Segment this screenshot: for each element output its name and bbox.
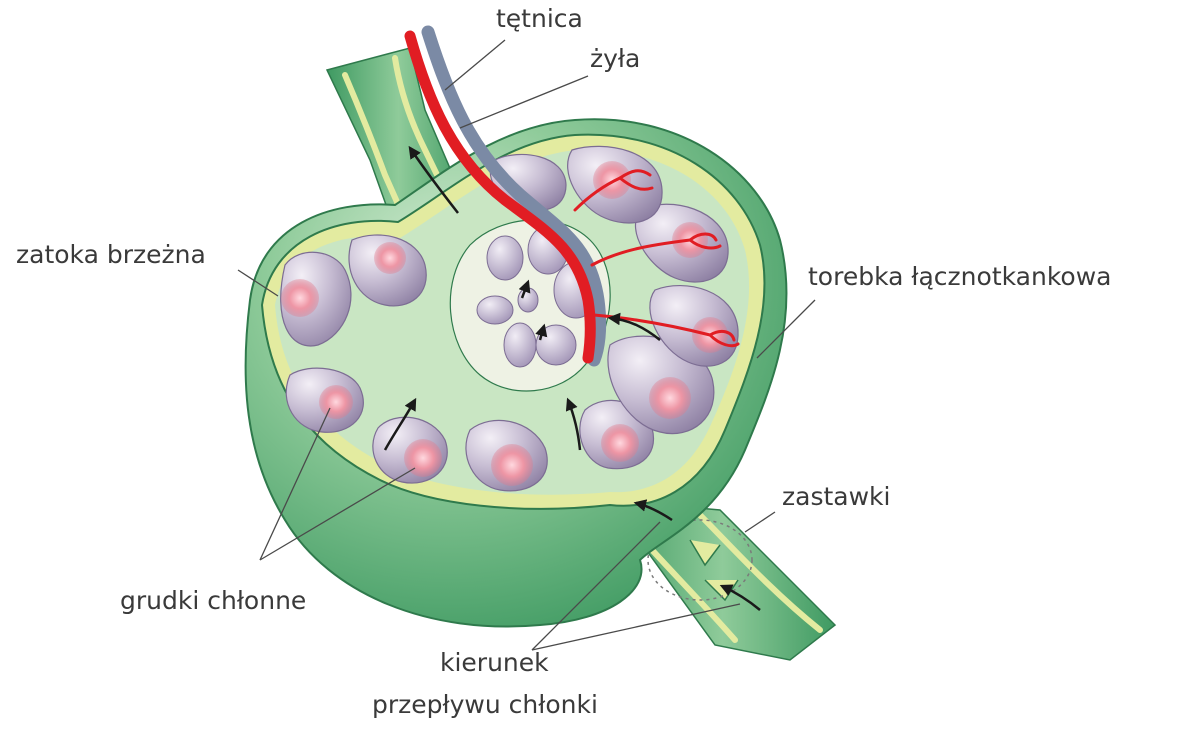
artery-vessel (404, 30, 596, 364)
leader-lines (237, 39, 816, 651)
flow-arrows (383, 145, 761, 611)
flow-arrow (535, 323, 548, 341)
germinal-center (593, 161, 631, 199)
leader-line-vein (459, 75, 589, 129)
leader-line-flow-1 (531, 521, 661, 651)
valve (689, 539, 721, 567)
leader-line-valves (744, 511, 776, 533)
valve-highlight-circle (647, 519, 753, 601)
flow-arrow (607, 312, 661, 341)
leader-line-follicle-2 (259, 467, 416, 561)
germinal-center (404, 439, 442, 477)
germinal-center (319, 385, 353, 419)
flow-arrow (719, 584, 761, 611)
artery-branches (573, 169, 740, 348)
leader-line-capsule (756, 299, 816, 359)
label-artery: tętnica (496, 4, 583, 33)
efferent-vessel-lining (342, 55, 458, 223)
label-vein: żyła (590, 44, 641, 73)
medullary-cord (476, 295, 514, 325)
medullary-cord (517, 287, 539, 313)
flow-arrow (408, 145, 459, 214)
medullary-cord (503, 322, 537, 368)
germinal-center (374, 242, 406, 274)
label-flow-line1: kierunek (440, 648, 549, 677)
germinal-center (491, 444, 533, 486)
label-follicles: grudki chłonne (120, 586, 307, 615)
leader-line-follicle-1 (259, 407, 331, 561)
label-flow-line2: przepływu chłonki (372, 690, 598, 719)
label-marginal-sinus: zatoka brzeżna (16, 240, 206, 269)
flow-arrow (633, 499, 673, 522)
leader-line-artery (444, 39, 506, 91)
flow-arrow (518, 279, 531, 299)
label-valves: zastawki (782, 482, 891, 511)
germinal-center (601, 424, 639, 462)
germinal-centers (281, 161, 728, 486)
germinal-center (281, 279, 319, 317)
germinal-center (649, 377, 691, 419)
vein-vessel (421, 25, 607, 367)
label-capsule: torebka łącznotkankowa (808, 262, 1112, 291)
flow-arrow (383, 397, 417, 451)
flow-arrow (565, 397, 582, 451)
leader-line-flow-2 (531, 603, 741, 651)
medullary-cord (486, 235, 524, 281)
leader-line-marginal-sinus (237, 269, 279, 297)
